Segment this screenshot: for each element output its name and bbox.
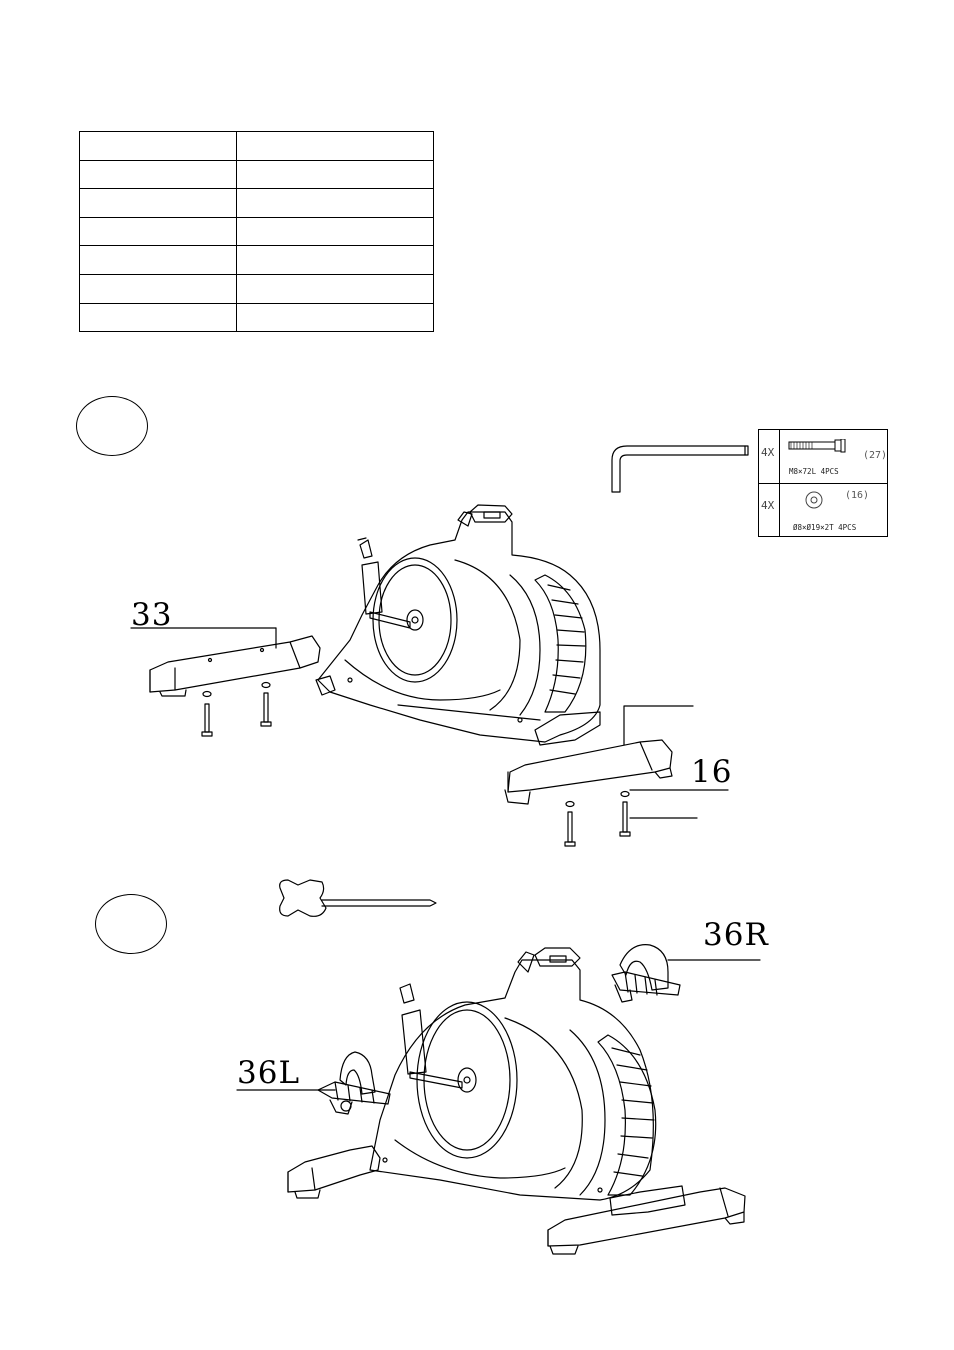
hardware-box: 4X (27) M8×72L 4PCS 4X (16) Ø8×Ø19×2T 4P… bbox=[758, 429, 888, 537]
front-stabilizer-33 bbox=[149, 635, 321, 697]
exercise-bike-assembled bbox=[287, 947, 746, 1255]
parts-table-cell bbox=[236, 273, 434, 304]
parts-table-row bbox=[79, 188, 434, 218]
pedal-icon bbox=[611, 944, 681, 1003]
washer-qty: 4X bbox=[761, 499, 775, 512]
washer-ref: (16) bbox=[845, 490, 870, 501]
step-2-circle bbox=[95, 894, 167, 954]
wrench-icon bbox=[279, 879, 437, 917]
hardware-row-bolt: 4X (27) M8×72L 4PCS bbox=[759, 430, 887, 484]
allen-key-icon bbox=[611, 445, 749, 493]
bolt-qty: 4X bbox=[761, 446, 775, 459]
parts-table-row bbox=[79, 245, 434, 275]
parts-table-cell bbox=[79, 245, 237, 275]
pedal-left-icon bbox=[317, 1051, 391, 1115]
callout-36L: 36L bbox=[237, 1055, 301, 1091]
parts-table-row bbox=[79, 302, 434, 333]
callout-36R: 36R bbox=[703, 917, 769, 953]
callout-16: 16 bbox=[691, 754, 733, 790]
parts-table-cell bbox=[79, 159, 237, 190]
bolt-icon bbox=[788, 439, 846, 453]
exercise-bike-icon bbox=[315, 504, 601, 746]
bolt-spec: M8×72L 4PCS bbox=[789, 467, 839, 476]
step-1-circle bbox=[76, 396, 148, 456]
parts-table bbox=[79, 131, 434, 333]
parts-table-row bbox=[79, 273, 434, 304]
parts-table-cell bbox=[236, 302, 434, 333]
bolt-ref: (27) bbox=[863, 450, 888, 461]
parts-table-cell bbox=[79, 273, 237, 304]
hardware-row-washer: 4X (16) Ø8×Ø19×2T 4PCS bbox=[759, 483, 887, 536]
rear-stabilizer-16 bbox=[504, 739, 673, 805]
washer-spec: Ø8×Ø19×2T 4PCS bbox=[793, 523, 857, 532]
callout-33: 33 bbox=[131, 597, 173, 633]
parts-table-cell bbox=[236, 188, 434, 218]
parts-table-cell bbox=[79, 302, 237, 333]
parts-table-row bbox=[79, 216, 434, 247]
washer-icon bbox=[805, 491, 823, 509]
parts-table-cell bbox=[79, 216, 237, 247]
